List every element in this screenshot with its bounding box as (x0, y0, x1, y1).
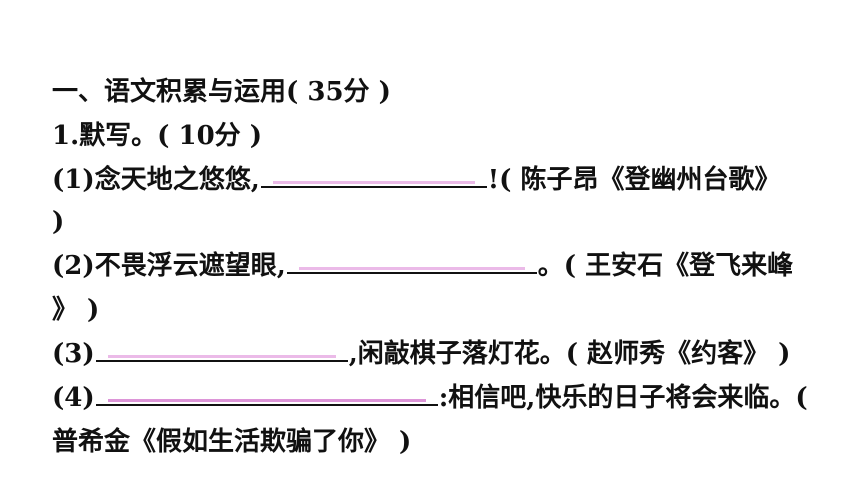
question-1-title: 1.默写。( 10分 ) (52, 121, 263, 151)
item-4-answer-blank[interactable] (95, 380, 438, 406)
item-3-answer-blank[interactable] (95, 336, 348, 362)
item-4-text: :相信吧,快乐的日子将会来临。( (438, 383, 808, 413)
item-2-label: (2)不畏浮云遮望眼, (52, 251, 286, 281)
question-1-item-3: (3) ,闲敲棋子落灯花。( 赵师秀《约客》 ) (52, 336, 790, 372)
item-1-label: (1)念天地之悠悠, (52, 165, 260, 195)
section-heading: 一、语文积累与运用( 35分 ) (52, 77, 391, 107)
question-1-item-1: (1)念天地之悠悠, !( 陈子昂《登幽州台歌》 (52, 162, 781, 198)
question-1-item-1-wrap: ) (52, 207, 65, 237)
item-4-faded-answer (107, 399, 426, 402)
item-3-label: (3) (52, 339, 95, 369)
item-3-source: ,闲敲棋子落灯花。( 赵师秀《约客》 ) (348, 339, 791, 369)
question-1-item-2-wrap: 》 ) (52, 295, 100, 325)
question-1-item-4-wrap: 普希金《假如生活欺骗了你》 ) (52, 427, 412, 457)
item-1-faded-answer (272, 181, 475, 184)
item-4-label: (4) (52, 383, 95, 413)
item-2-answer-blank[interactable] (286, 248, 537, 274)
question-1-item-4: (4) :相信吧,快乐的日子将会来临。( (52, 380, 808, 416)
question-1-item-2: (2)不畏浮云遮望眼, 。( 王安石《登飞来峰 (52, 248, 793, 284)
item-1-source: !( 陈子昂《登幽州台歌》 (487, 165, 781, 195)
item-2-source: 。( 王安石《登飞来峰 (537, 251, 794, 281)
item-2-faded-answer (298, 267, 525, 270)
item-3-faded-answer (107, 355, 336, 358)
item-1-answer-blank[interactable] (260, 162, 487, 188)
